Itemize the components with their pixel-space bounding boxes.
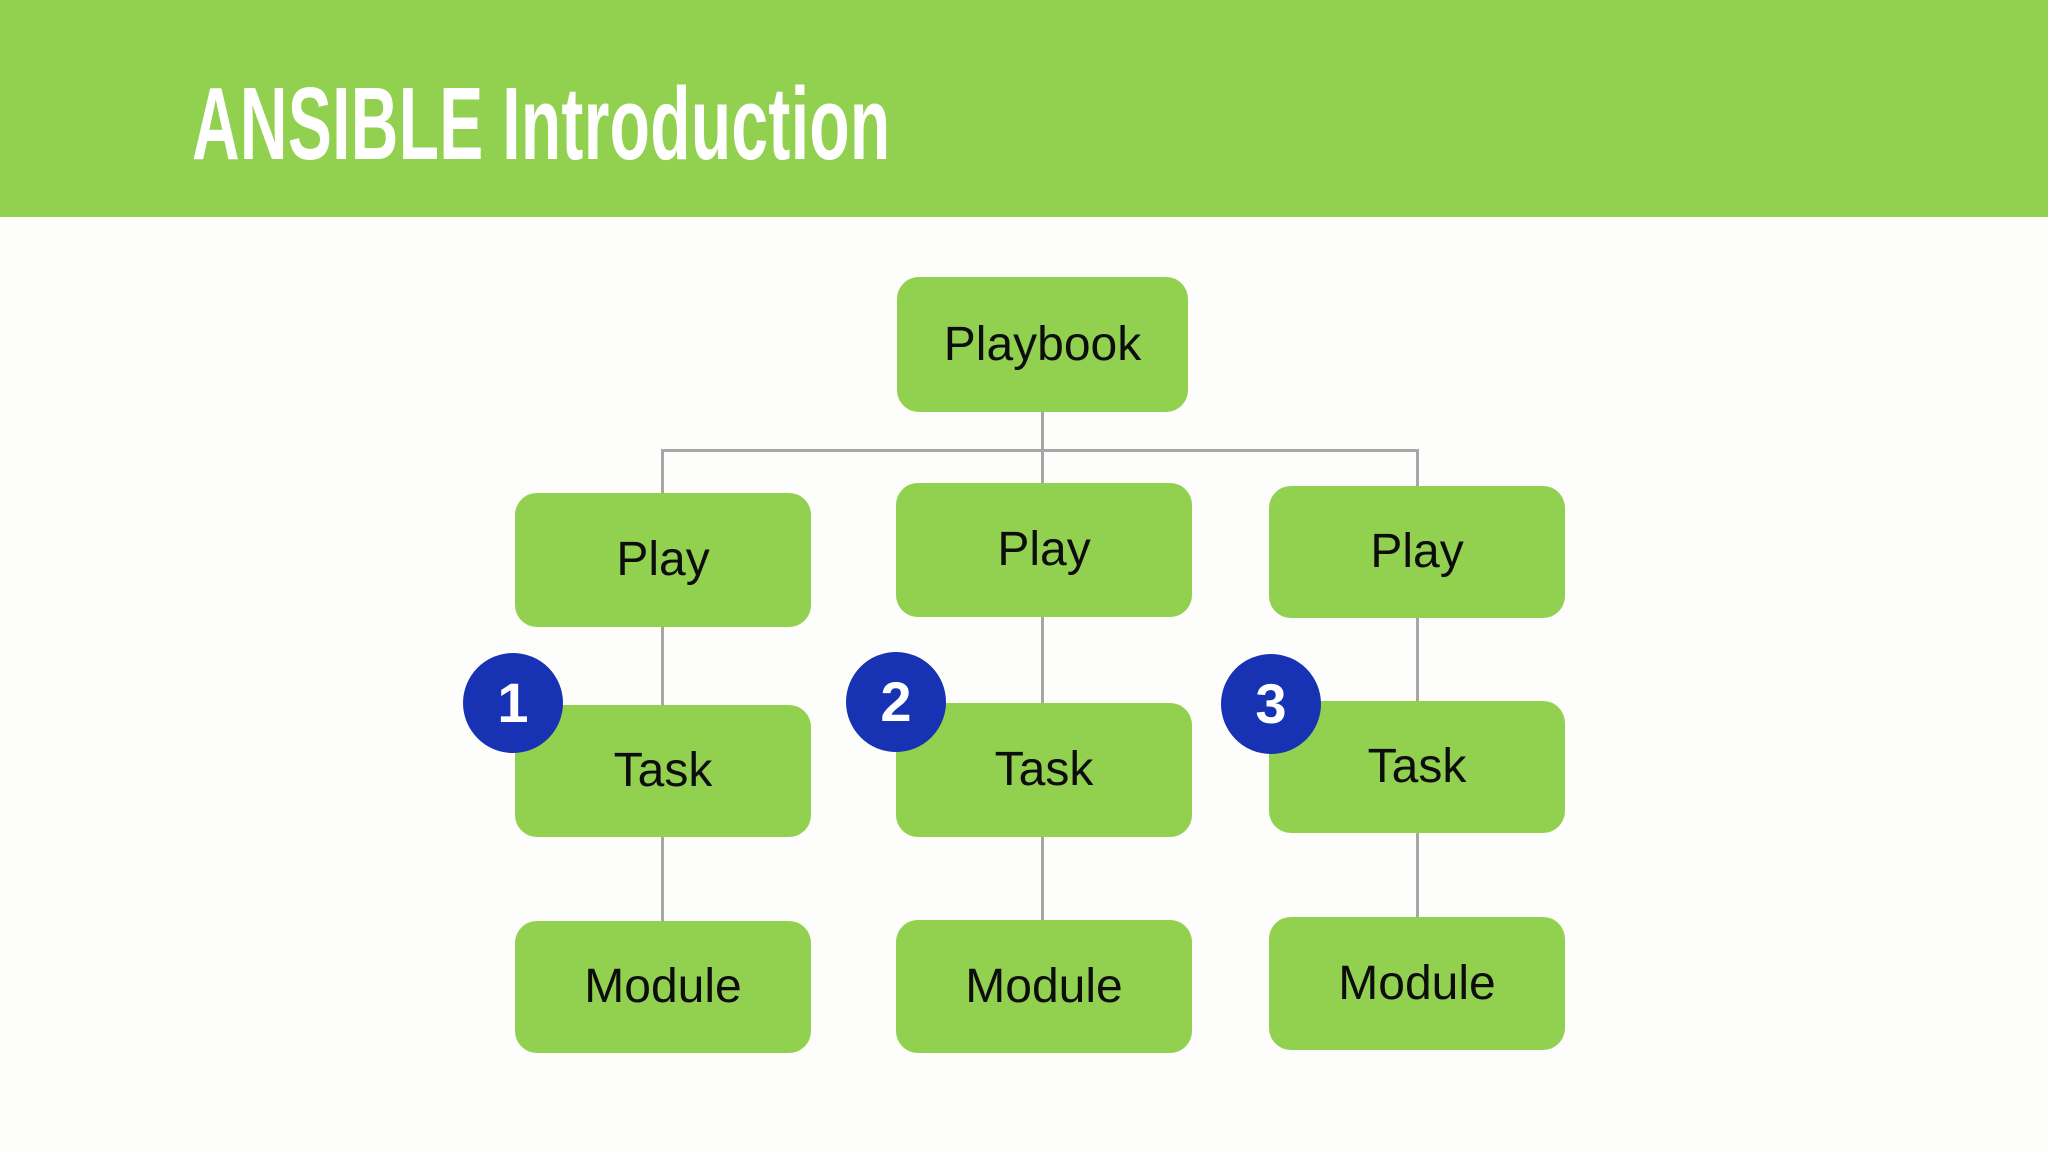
badge-2: 2: [846, 652, 946, 752]
node-module-2-label: Module: [965, 959, 1123, 1013]
node-task-3: Task: [1269, 701, 1565, 833]
connector-play-task-1: [661, 624, 664, 707]
node-task-3-label: Task: [1367, 740, 1467, 793]
slide-header: ANSIBLE Introduction: [0, 0, 2048, 217]
badge-3: 3: [1221, 654, 1321, 754]
connector-play-task-3: [1416, 614, 1419, 703]
badge-1: 1: [463, 653, 563, 753]
badge-1-number: 1: [497, 671, 529, 734]
node-playbook: Playbook: [897, 277, 1188, 412]
node-playbook-label: Playbook: [943, 317, 1142, 371]
node-task-2: Task: [896, 703, 1192, 837]
node-task-1-label: Task: [613, 744, 713, 797]
node-play-2-label: Play: [997, 523, 1091, 576]
connector-task-module-1: [661, 835, 664, 923]
connector-drop-play-2: [1041, 450, 1044, 485]
node-module-3: Module: [1269, 917, 1565, 1050]
connector-horizontal-bus: [661, 449, 1419, 452]
node-task-2-label: Task: [994, 743, 1094, 796]
node-play-1-label: Play: [616, 533, 710, 586]
connector-task-module-2: [1041, 835, 1044, 922]
node-module-1-label: Module: [584, 960, 742, 1013]
node-play-3: Play: [1269, 486, 1565, 618]
node-module-3-label: Module: [1338, 956, 1496, 1010]
connector-drop-play-3: [1416, 450, 1419, 488]
node-play-1: Play: [515, 493, 811, 627]
node-module-2: Module: [896, 920, 1192, 1053]
connector-play-task-2: [1041, 614, 1044, 705]
connector-playbook-trunk: [1041, 411, 1044, 451]
node-play-3-label: Play: [1370, 525, 1464, 578]
badge-3-number: 3: [1255, 672, 1287, 735]
connector-drop-play-1: [661, 450, 664, 495]
node-module-1: Module: [515, 921, 811, 1053]
badge-2-number: 2: [880, 670, 912, 733]
connector-task-module-3: [1416, 831, 1419, 919]
slide-title: ANSIBLE Introduction: [192, 66, 891, 181]
node-play-2: Play: [896, 483, 1192, 617]
node-task-1: Task: [515, 705, 811, 837]
